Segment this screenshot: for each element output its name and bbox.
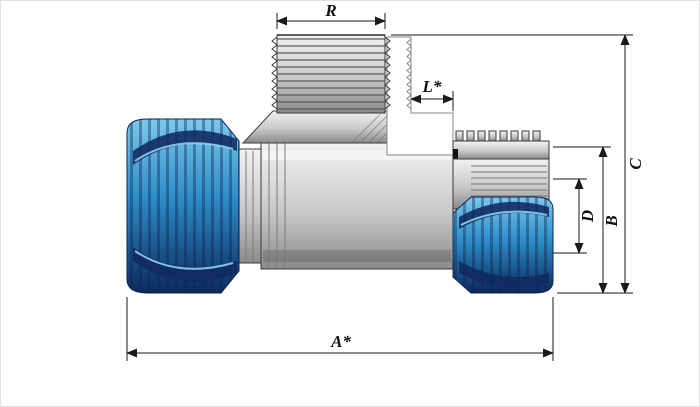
left-nut-ribs (127, 119, 239, 293)
section-thread-profile (406, 38, 412, 110)
dimension-D: D (553, 178, 597, 254)
dimension-label-B: B (602, 215, 621, 227)
male-thread-branch (241, 34, 454, 156)
body-cylinder (260, 142, 454, 270)
dimension-label-D: D (578, 210, 597, 223)
thread-lines (277, 35, 385, 113)
pipe-fitting-illustration (126, 34, 554, 294)
dimension-label-C: C (626, 158, 645, 170)
right-nut-ribs (453, 197, 553, 293)
dimensions: R L* C B D A* (126, 1, 645, 361)
body-collar (238, 148, 264, 264)
dimension-label-L: L* (422, 77, 442, 96)
dimension-L: L* (410, 77, 454, 111)
fitting-body (238, 142, 454, 270)
left-compression-nut (126, 118, 240, 294)
body-highlight (263, 151, 451, 160)
collet-crown (452, 140, 550, 160)
right-nut-grip-bottom (459, 261, 549, 289)
section-hatch (345, 107, 389, 143)
crown-teeth (455, 130, 541, 142)
body-shadow (263, 250, 451, 262)
thread-crest-right (384, 36, 391, 110)
dimension-label-A: A* (330, 332, 351, 351)
dimension-C: C (391, 34, 645, 294)
dimension-B: B (553, 146, 621, 294)
right-compression-nut (452, 196, 554, 294)
dimension-R: R (276, 1, 386, 29)
thread-crest-left (271, 36, 278, 110)
section-cutaway (386, 36, 454, 156)
right-nut-grip-top (459, 201, 549, 229)
dimension-label-R: R (324, 1, 336, 20)
left-nut-grip-top (133, 130, 237, 165)
left-nut-grip-bottom (133, 247, 237, 282)
seal-ring (453, 149, 458, 159)
dimension-A: A* (126, 297, 554, 361)
